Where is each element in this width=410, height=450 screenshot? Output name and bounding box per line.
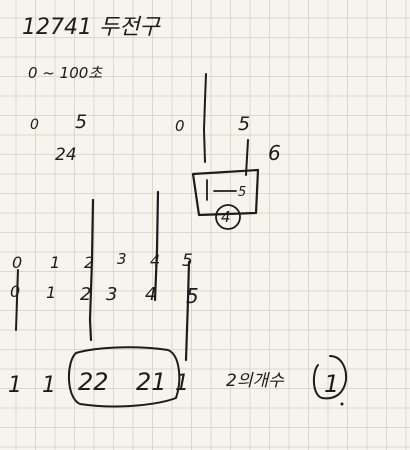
bottom-label: 2의개수 (226, 371, 285, 391)
row1-left-0: 0 (30, 117, 39, 133)
rowb-0: 0 (10, 282, 20, 301)
rowb-1: 1 (46, 283, 56, 302)
ink-dot (340, 402, 344, 406)
range-text: 0 ~ 100초 (28, 64, 103, 82)
rowa-4: 4 (150, 251, 160, 270)
rowa-2: 2 (84, 253, 94, 272)
bottom-mark-22: 22 (78, 368, 109, 396)
circled-value: 1 (324, 370, 339, 398)
answer-circle (312, 355, 348, 400)
title-text: 12741 두전구 (22, 15, 161, 40)
row1-right-6: 6 (268, 141, 281, 165)
rowa-1: 1 (50, 253, 60, 272)
vline-5 (184, 260, 191, 362)
rowa-5: 5 (182, 251, 193, 271)
bottom-mark-1a: 1 (8, 373, 22, 398)
vline-4 (153, 190, 160, 302)
circled-4 (215, 204, 241, 230)
box-top-tick (245, 139, 249, 176)
rowb-2: 2 (80, 284, 91, 305)
box-4: 4 (221, 208, 231, 226)
bottom-mark-1b: 1 (42, 373, 56, 398)
box-5: 5 (238, 185, 246, 200)
vline-2 (88, 198, 95, 342)
row1-right-5: 5 (238, 113, 250, 135)
rowb-4: 4 (145, 284, 156, 305)
row1-left-5: 5 (75, 111, 87, 133)
bottom-mark-21: 21 (136, 368, 167, 396)
rowa-3: 3 (117, 250, 127, 268)
rowb-3: 3 (106, 284, 117, 305)
rowb-5: 5 (186, 284, 199, 308)
vline-0 (15, 269, 19, 331)
right-divider-line (203, 73, 207, 163)
sub-box (191, 168, 260, 217)
bottom-oval (67, 346, 181, 408)
row1-right-0: 0 (175, 117, 185, 135)
rowa-0: 0 (12, 253, 22, 272)
row1-left-sub: 24 (55, 145, 77, 165)
